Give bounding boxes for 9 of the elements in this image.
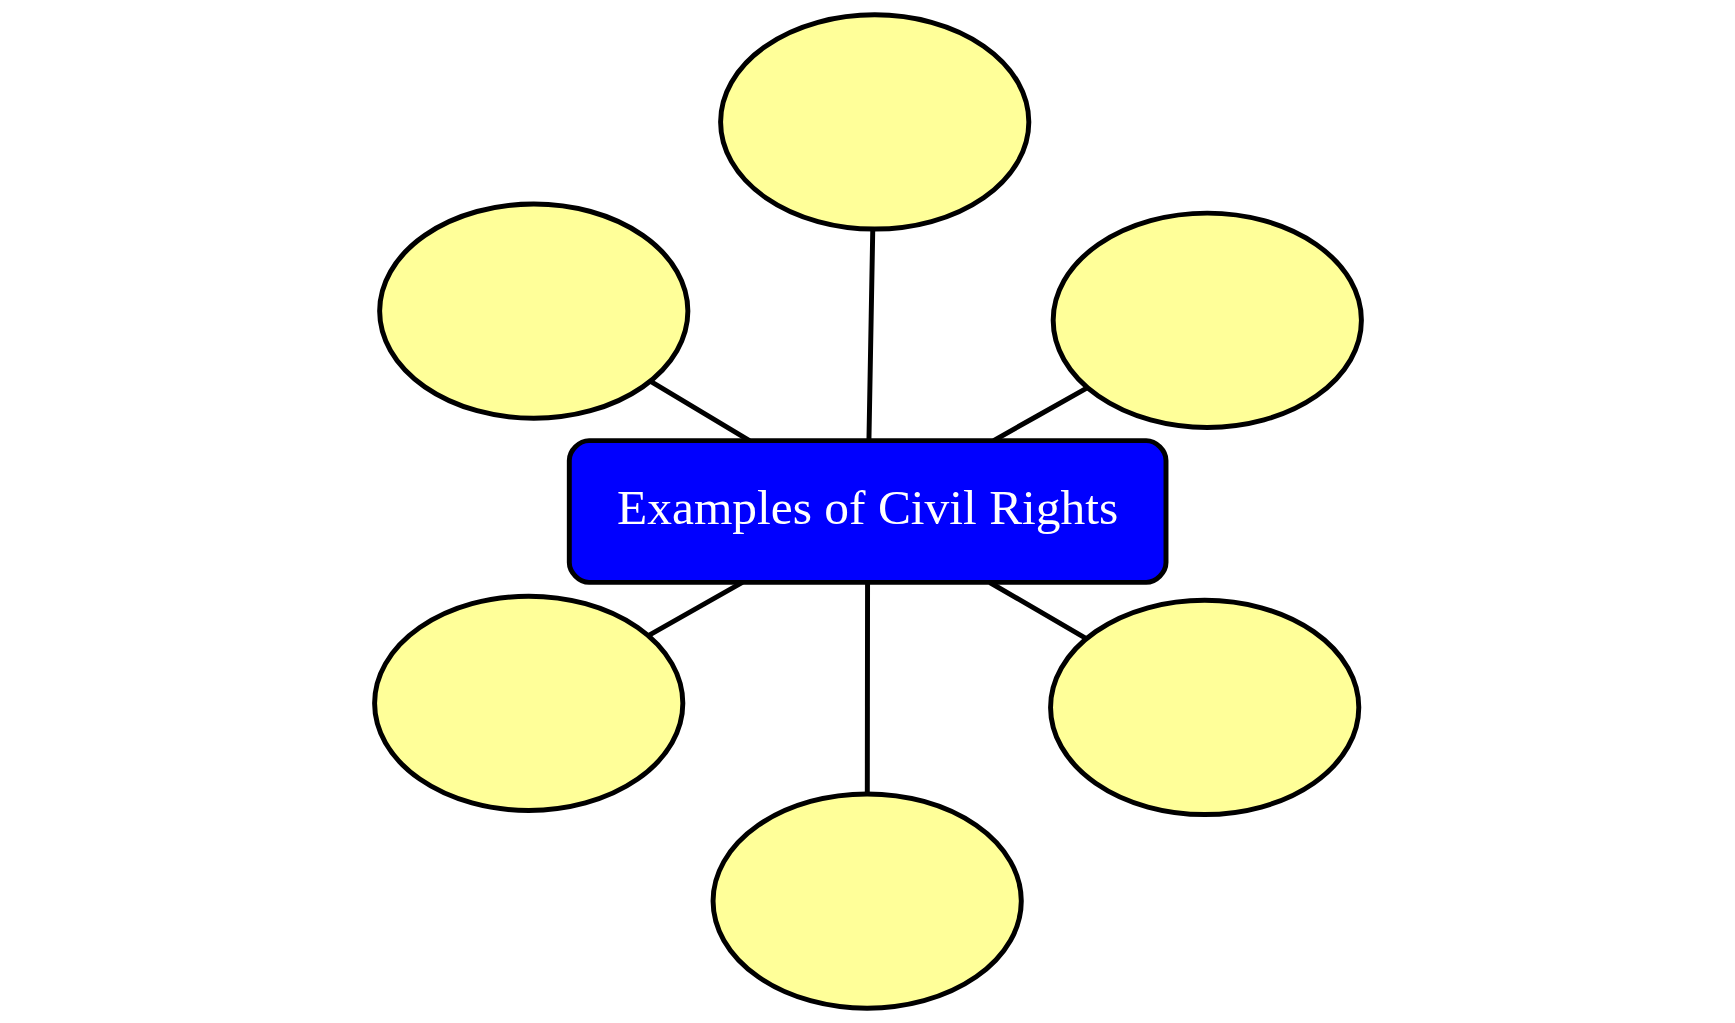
node-ellipse [710, 791, 1024, 1011]
node-ellipse [376, 201, 690, 421]
node-ellipse [1050, 210, 1364, 430]
node-box: Examples of Civil Rights [566, 438, 1168, 585]
connector [865, 229, 875, 441]
node-ellipse [371, 593, 685, 813]
node-ellipse [717, 12, 1031, 232]
connector [864, 582, 870, 794]
node-ellipse [1047, 597, 1361, 817]
